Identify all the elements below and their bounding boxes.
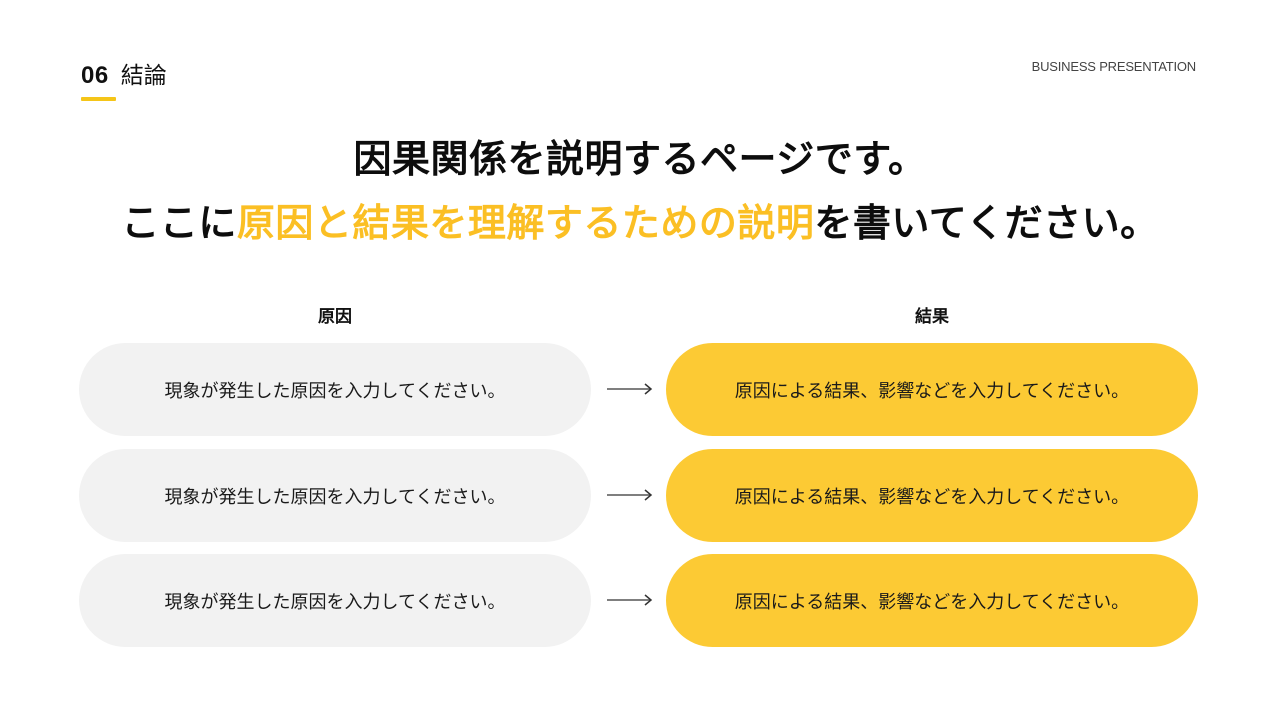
effect-column-label: 結果 xyxy=(915,307,949,327)
cause-pill: 現象が発生した原因を入力してください。 xyxy=(79,343,591,436)
cause-column-label: 原因 xyxy=(318,307,352,327)
headline-highlight: 原因と結果を理解するための説明 xyxy=(236,201,815,245)
effect-pill: 原因による結果、影響などを入力してください。 xyxy=(666,449,1198,542)
arrow-right-icon xyxy=(607,489,653,501)
cause-pill: 現象が発生した原因を入力してください。 xyxy=(79,449,591,542)
arrow-right-icon xyxy=(607,383,653,395)
section-underline xyxy=(81,97,116,101)
headline-prefix: ここに xyxy=(121,201,237,245)
arrow-right-icon xyxy=(607,594,653,606)
cause-effect-row: 現象が発生した原因を入力してください。 原因による結果、影響などを入力してくださ… xyxy=(0,449,1280,542)
headline-line-1: 因果関係を説明するページです。 xyxy=(353,137,927,181)
section-header: 06 結論 xyxy=(81,56,167,90)
cause-effect-row: 現象が発生した原因を入力してください。 原因による結果、影響などを入力してくださ… xyxy=(0,554,1280,647)
section-number: 06 xyxy=(81,62,109,89)
brand-label: BUSINESS PRESENTATION xyxy=(1031,59,1197,74)
cause-effect-row: 現象が発生した原因を入力してください。 原因による結果、影響などを入力してくださ… xyxy=(0,343,1280,436)
cause-pill: 現象が発生した原因を入力してください。 xyxy=(79,554,591,647)
effect-pill: 原因による結果、影響などを入力してください。 xyxy=(666,343,1198,436)
effect-pill: 原因による結果、影響などを入力してください。 xyxy=(666,554,1198,647)
headline-line-2: ここに原因と結果を理解するための説明を書いてください。 xyxy=(0,204,1280,242)
headline-suffix: を書いてください。 xyxy=(814,201,1159,245)
section-title: 結論 xyxy=(120,63,167,89)
